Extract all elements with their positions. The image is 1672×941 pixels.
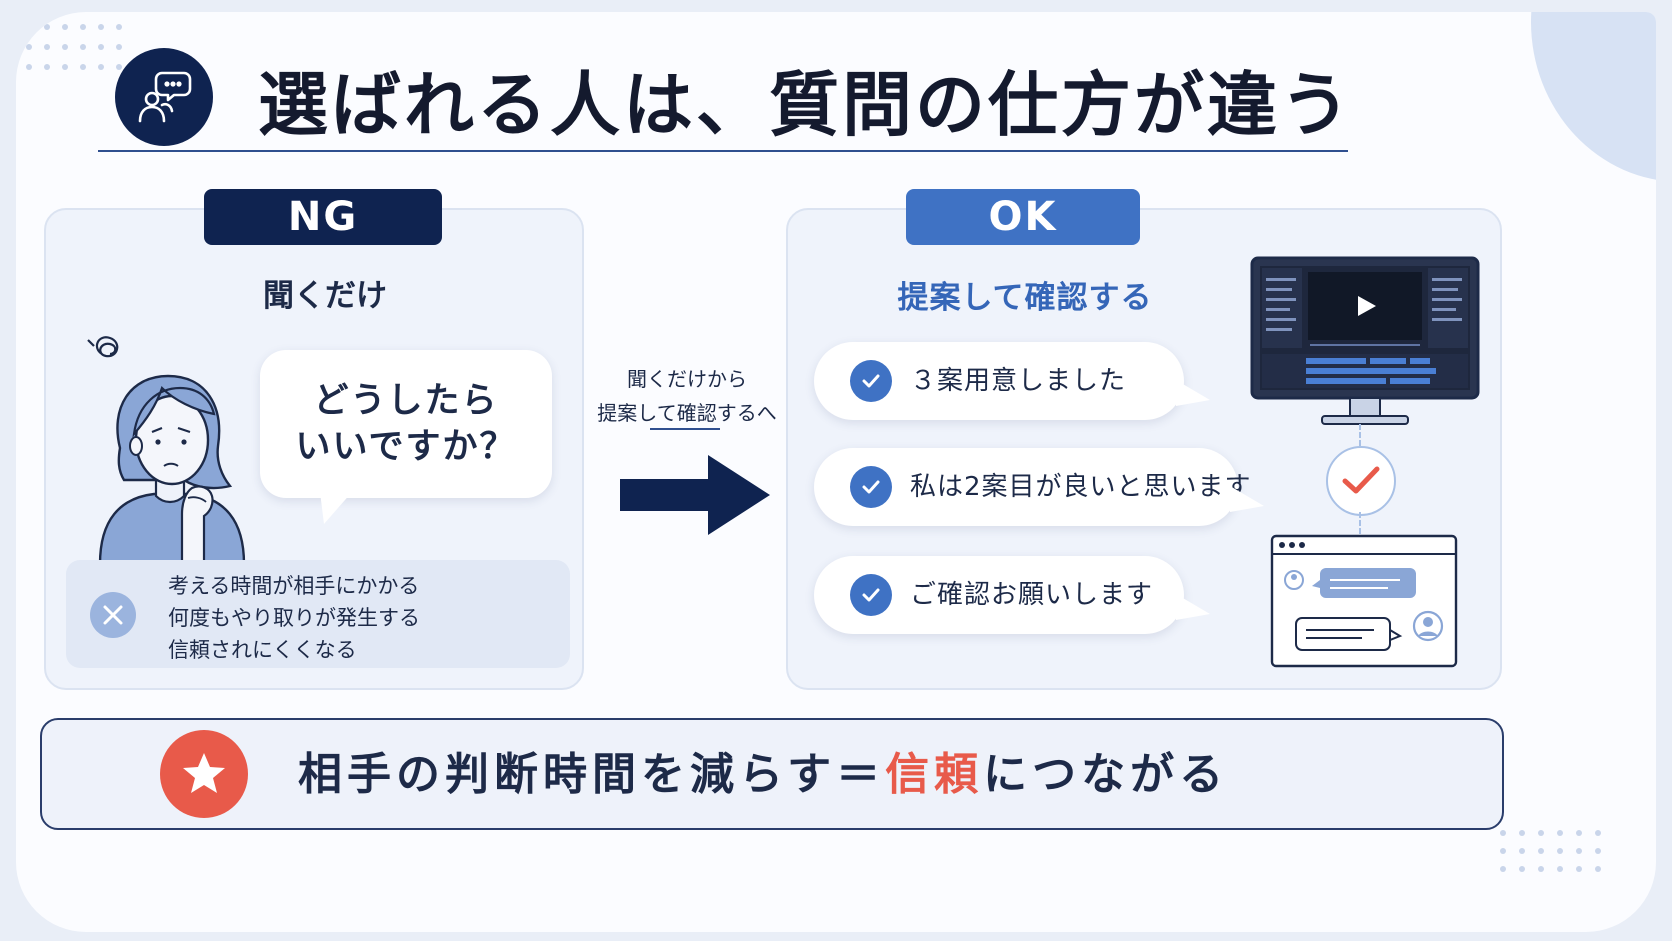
speech-line: どうしたら — [313, 381, 499, 421]
page-title: 選ばれる人は、質問の仕方が違う — [258, 63, 1353, 146]
ok-item-bubble: 私は2案目が良いと思います — [814, 448, 1264, 526]
conclusion-text-after: につながる — [983, 749, 1229, 800]
arrow-right-icon — [620, 455, 770, 535]
speech-line: いいですか？ — [295, 427, 517, 467]
ng-problem-list: 考える時間が相手にかかる 何度もやり取りが発生する 信頼されにくくなる — [168, 570, 420, 666]
transition-caption: 聞くだけから 提案して確認するへ — [592, 362, 782, 430]
speech-tail — [320, 492, 352, 524]
connector-line — [1359, 512, 1361, 534]
ng-tag: NG — [204, 189, 442, 245]
x-icon — [90, 592, 136, 638]
caption-underline — [650, 428, 720, 430]
caption-line: 聞くだけから — [627, 367, 747, 391]
ok-subtitle: 提案して確認する — [897, 280, 1153, 316]
ok-item-bubble: ご確認お願いします — [814, 556, 1210, 634]
ng-problem-box — [66, 560, 570, 668]
list-item: 何度もやり取りが発生する — [168, 606, 420, 630]
conclusion-text: 相手の判断時間を減らす＝信頼につながる — [298, 740, 1228, 810]
star-icon — [160, 730, 248, 818]
ok-item-text: ３案用意しました — [910, 366, 1127, 396]
conclusion-accent: 信頼 — [885, 749, 984, 800]
check-mark-icon — [1326, 446, 1396, 516]
list-item: 考える時間が相手にかかる — [168, 574, 420, 598]
decorative-blob — [1531, 12, 1656, 182]
speech-people-icon — [115, 48, 213, 146]
ng-speech-bubble: どうしたら いいですか？ — [260, 350, 552, 498]
conclusion-text-before: 相手の判断時間を減らす＝ — [298, 749, 886, 800]
check-icon — [850, 466, 892, 508]
decorative-dots — [1500, 830, 1601, 872]
ok-item-text: 私は2案目が良いと思います — [910, 472, 1252, 502]
conclusion-bar — [40, 718, 1504, 830]
ng-subtitle: 聞くだけ — [263, 278, 387, 314]
chat-window-icon — [1270, 534, 1458, 668]
confused-person-icon — [87, 336, 246, 564]
decorative-dots — [26, 24, 122, 70]
caption-line: 提案して確認するへ — [597, 401, 777, 425]
ok-item-text: ご確認お願いします — [910, 580, 1154, 610]
title-divider — [98, 150, 1348, 152]
check-icon — [850, 574, 892, 616]
list-item: 信頼されにくくなる — [168, 638, 357, 662]
check-icon — [850, 360, 892, 402]
video-editor-monitor-icon — [1250, 256, 1480, 425]
ok-tag: OK — [906, 189, 1140, 245]
connector-line — [1359, 424, 1361, 446]
ok-item-bubble: ３案用意しました — [814, 342, 1210, 420]
